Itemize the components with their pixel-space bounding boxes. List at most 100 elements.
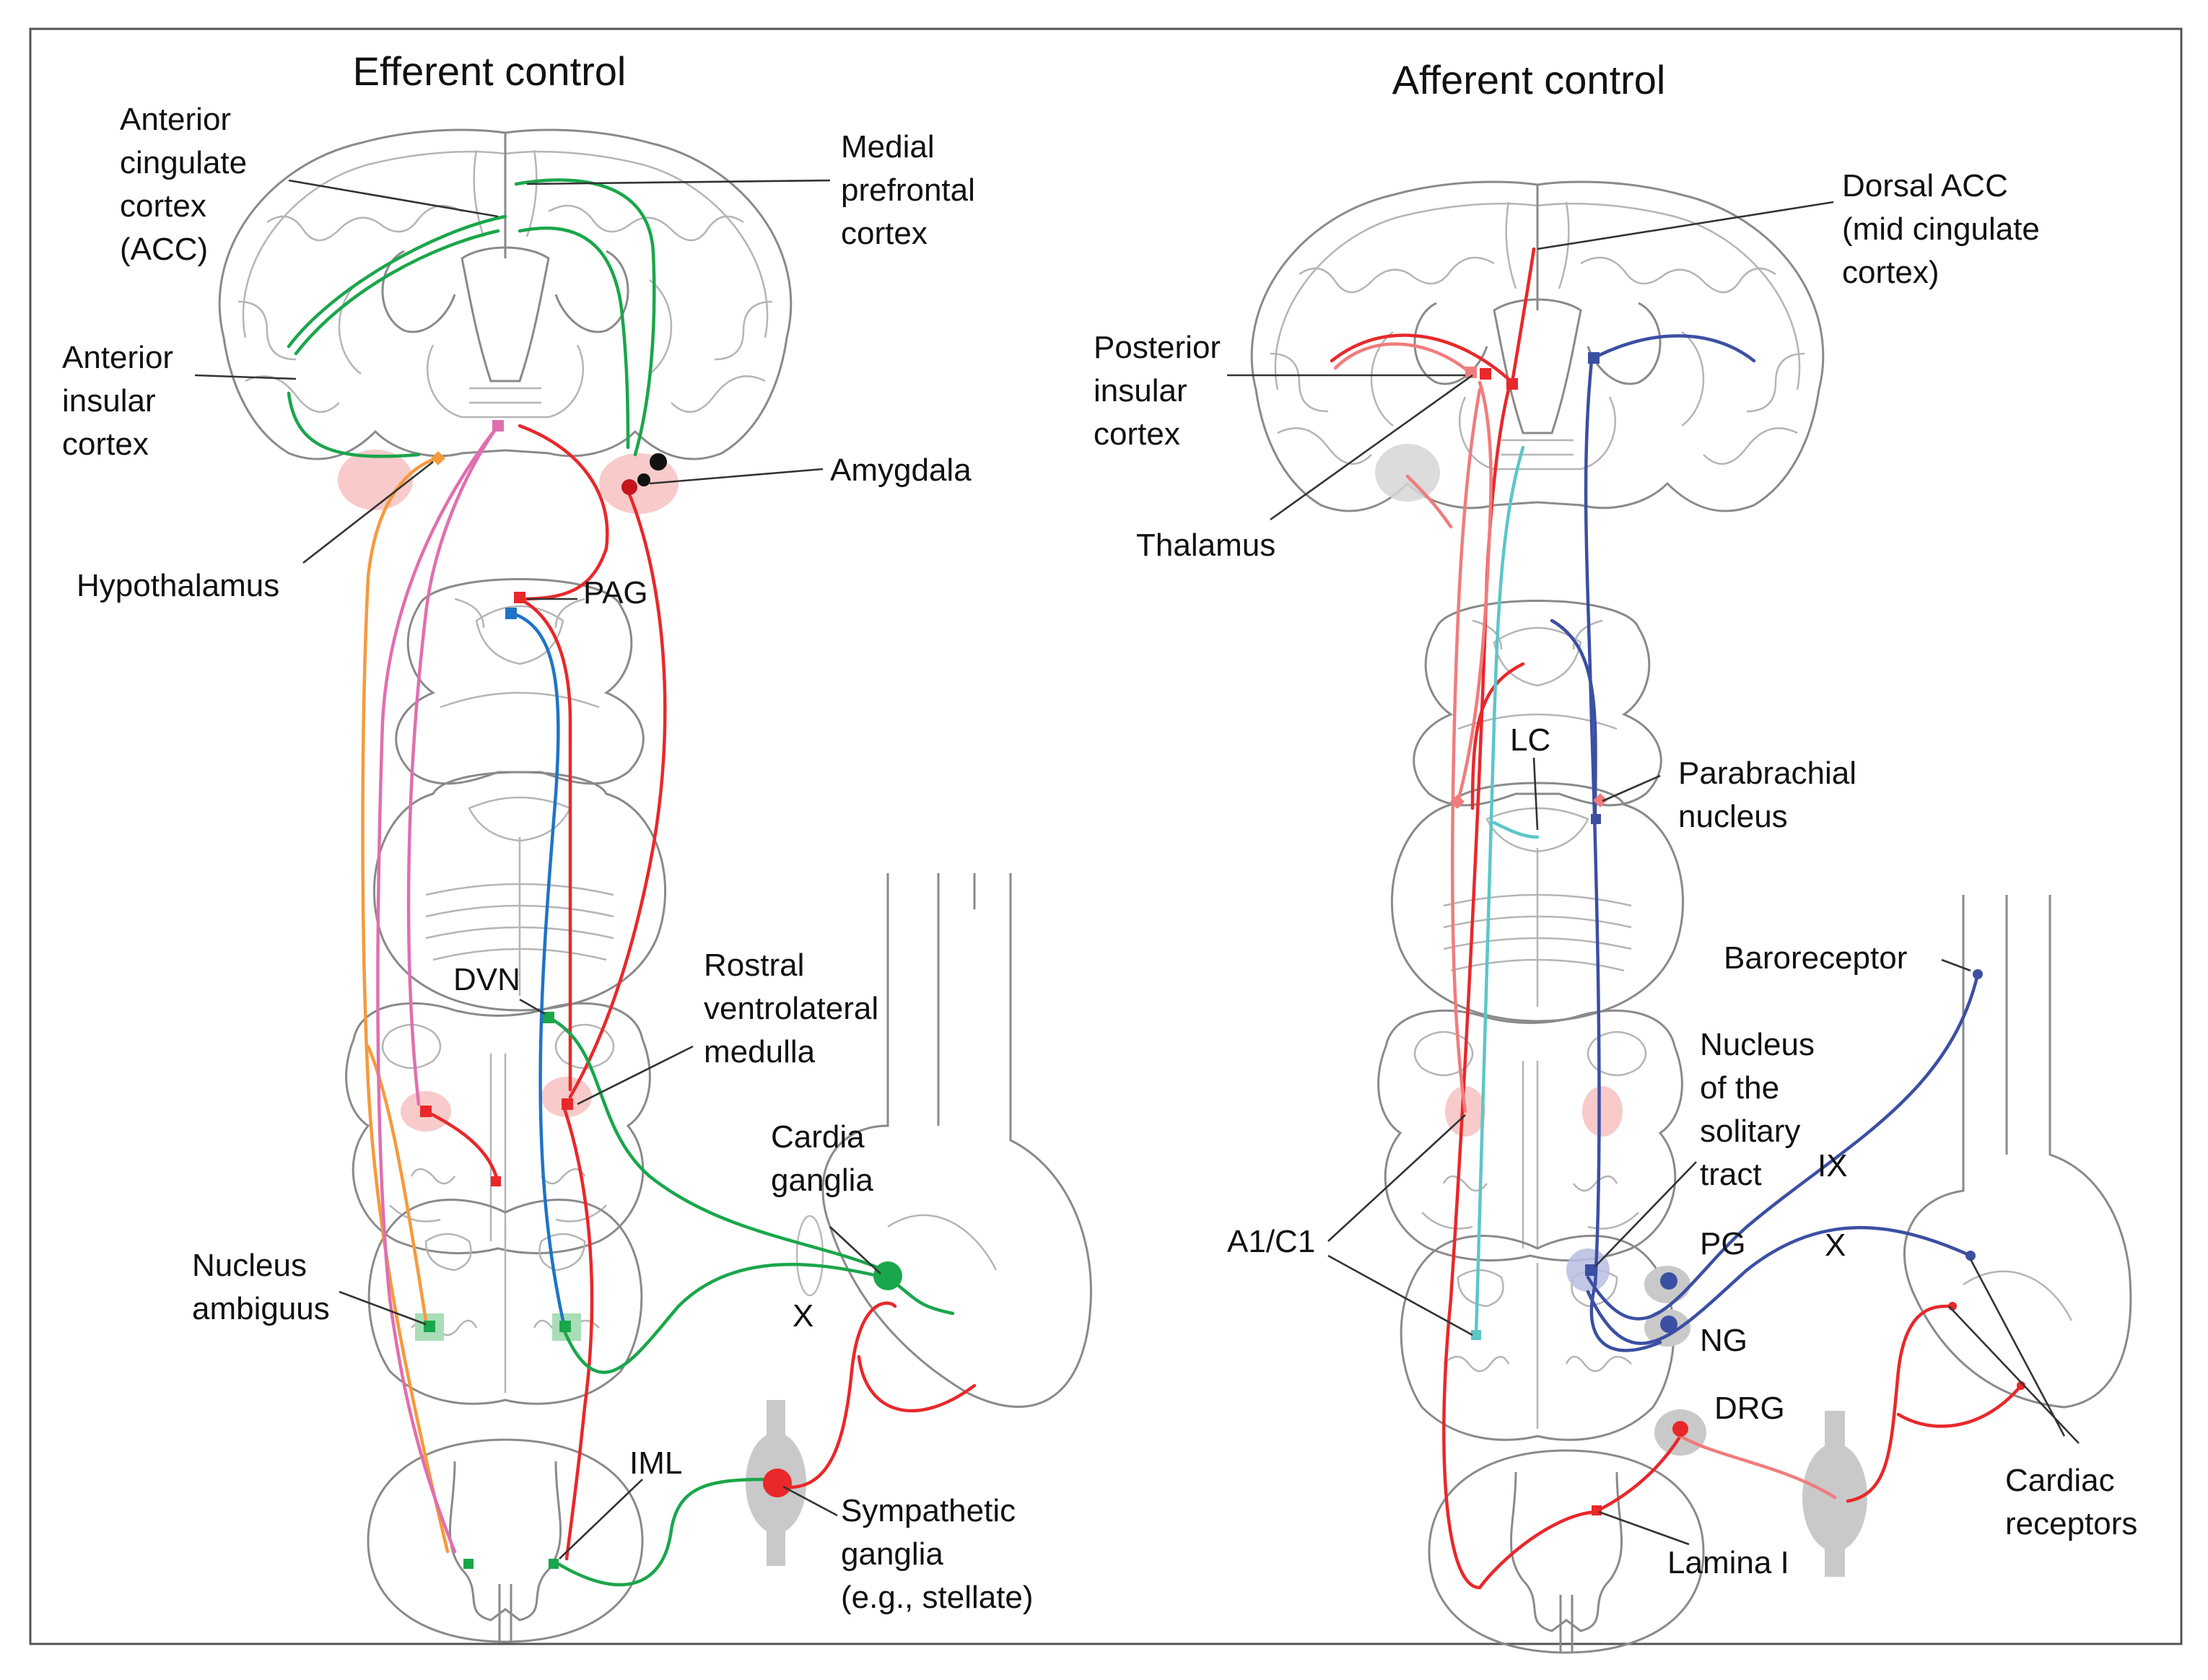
leader-hypothalamus (302, 460, 434, 564)
right-pons (1413, 600, 1662, 807)
path-blue-thalamus-insula (1593, 334, 1756, 363)
path-red-rvlm-iml (561, 1102, 594, 1561)
path-salmon-a1c1-thalamus (1450, 388, 1482, 1114)
label-a1c1: A1/C1 (1227, 1224, 1315, 1259)
node-pb-pink (1450, 795, 1465, 809)
node-dvn-green (543, 1012, 554, 1023)
path-salmon-thalamus-insula (1333, 342, 1471, 374)
path-pink-hypo-rvlm (406, 424, 500, 1106)
right-brain-coronal (1250, 180, 1825, 512)
leader-a1c1-2 (1327, 1254, 1473, 1336)
left-rvlm-area-r (541, 1077, 592, 1117)
left-heart-inner (887, 1214, 998, 1271)
label-thalamus: Thalamus (1136, 528, 1275, 563)
label-rvlm: Rostral ventrolateral medulla (704, 948, 887, 1069)
left-ant-insula-area (338, 450, 413, 510)
right-panel-anatomy (1250, 180, 2132, 1654)
label-parabrachial: Parabrachial nucleus (1678, 756, 1865, 834)
left-brain-coronal (218, 128, 793, 460)
leader-nts (1594, 1161, 1697, 1267)
label-dvn: DVN (453, 962, 520, 997)
node-iml-green-l (463, 1559, 474, 1569)
path-green-mpfc-top (518, 226, 630, 450)
leader-sympathetic (782, 1485, 838, 1517)
path-red-sympathetic-heart-2 (857, 1355, 977, 1413)
node-hypo-orange (431, 451, 445, 465)
node-amygdala-black-1 (650, 453, 667, 471)
path-red-pb-pag (1470, 662, 1525, 810)
label-x-right: X (1825, 1228, 1846, 1263)
label-baroreceptor: Baroreceptor (1724, 940, 1907, 976)
leader-mpfc (526, 179, 831, 185)
leader-a1c1-1 (1327, 1114, 1466, 1242)
path-green-mpfc-amygdala (514, 178, 656, 457)
node-amygdala-red (621, 479, 637, 495)
label-x-left: X (793, 1298, 813, 1334)
right-a1c1-area-r (1582, 1086, 1623, 1137)
leader-lamina (1598, 1510, 1690, 1546)
label-nucleus-ambiguus: Nucleus ambiguus (192, 1248, 330, 1326)
left-x-nerve-ellipse (795, 1215, 824, 1297)
leader-cardiac-1 (1948, 1305, 2080, 1444)
node-drg (1672, 1421, 1688, 1437)
path-green-acc-insula-2 (287, 214, 507, 349)
node-sympathetic-ganglion (763, 1469, 792, 1497)
node-nts-navy (1585, 1264, 1597, 1276)
label-cardiac-receptors: Cardiac receptors (2005, 1463, 2137, 1541)
left-heart-outline (821, 873, 1092, 1408)
label-pag: PAG (583, 575, 648, 611)
path-red-heart-ventricle (1896, 1383, 2023, 1428)
left-panel-anatomy (218, 128, 1092, 1643)
path-cyan-a1c1-hypothalamus (1474, 445, 1525, 1337)
node-baroreceptor (1973, 969, 1983, 979)
leader-rvlm (577, 1045, 694, 1106)
node-rvlm-red-l (420, 1106, 432, 1117)
node-lamina-red (1592, 1505, 1602, 1515)
node-cardiac-receptor-x (1965, 1251, 1976, 1261)
leader-acc (288, 179, 499, 218)
path-green-dvn-cardia (546, 1015, 886, 1272)
path-orange-hypo-spinal (361, 456, 450, 1554)
right-medulla-caudal (1400, 1235, 1675, 1441)
path-green-na-cardia (561, 1262, 886, 1374)
label-pg: PG (1700, 1226, 1746, 1261)
label-nts: Nucleus of the solitary tract (1700, 1027, 1823, 1192)
path-red-hypo-pag (518, 424, 609, 601)
label-ng: NG (1700, 1323, 1747, 1358)
label-dorsal-acc: Dorsal ACC (mid cingulate cortex) (1842, 168, 2048, 290)
path-navy-ix (1586, 972, 1980, 1321)
node-thalamus-red (1506, 378, 1518, 390)
leader-cardia (829, 1226, 881, 1274)
right-spinal-cord (1428, 1449, 1705, 1654)
path-red-thalamus-insula (1330, 333, 1514, 385)
path-pink-hypo-spinal (376, 424, 500, 1554)
path-red-sympathetic-heart-r (1846, 1304, 1951, 1503)
node-pag-red (514, 592, 525, 603)
node-ng (1660, 1316, 1677, 1333)
leader-baroreceptor (1941, 958, 1971, 972)
figure-frame (29, 27, 2183, 1645)
left-labels: Efferent control Anterior cingulate cort… (62, 48, 1034, 1615)
node-thalamus-pink (1465, 367, 1477, 378)
leader-amygdala (649, 468, 824, 485)
node-rvlm-red-r (562, 1098, 573, 1110)
leader-na (339, 1290, 427, 1326)
leader-dvn (519, 998, 546, 1015)
node-na-green-l (424, 1321, 435, 1332)
path-navy-nts-thalamus (1584, 359, 1601, 1287)
node-pb-pink-r (1593, 793, 1607, 808)
label-iml: IML (629, 1445, 682, 1481)
path-red-drg-heart (1593, 1434, 1683, 1514)
path-red-sympathetic-heart (777, 1301, 897, 1489)
node-a1c1-cyan (1471, 1330, 1481, 1340)
label-post-insula: Posterior insular cortex (1094, 330, 1229, 452)
node-cardia-ganglion (873, 1261, 902, 1290)
path-salmon-drg-sympathetic (1678, 1434, 1837, 1500)
path-salmon-insula-post (1405, 474, 1453, 529)
path-salmon-para-thalamus (1456, 380, 1493, 803)
node-medulla-red (491, 1176, 501, 1186)
label-mpfc: Medial prefrontal cortex (841, 129, 984, 251)
path-green-acc-insula (294, 229, 500, 356)
path-red-rvlm-local (424, 1109, 500, 1186)
leader-ant-insula (194, 374, 297, 380)
